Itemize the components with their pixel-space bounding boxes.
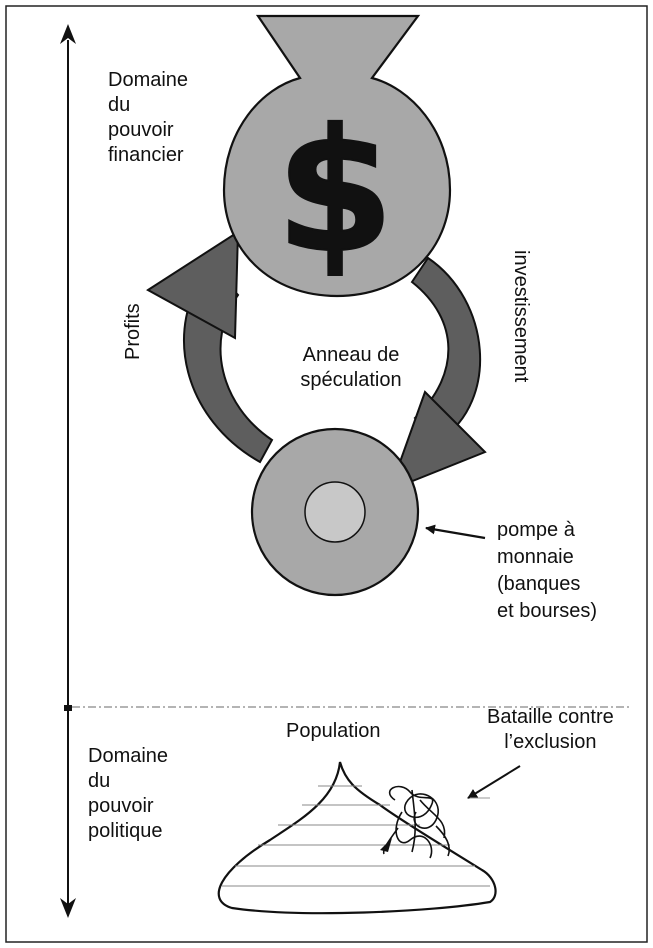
profits-arrowhead [146, 230, 240, 340]
financial-domain-line-1: Domaine [108, 69, 189, 91]
money-pump-label: pompe à monnaie (banques et bourses) [497, 517, 597, 625]
money-pump-core [304, 481, 366, 543]
dollar-sign-icon: $ [276, 93, 394, 291]
money-pump-line-3: (banques [497, 573, 581, 595]
political-domain-line-1: Domaine [88, 745, 169, 767]
money-pump-line-1: pompe à [497, 519, 575, 541]
speculation-ring-label: Anneau de spéculation [286, 343, 416, 393]
financial-domain-line-2: du [108, 94, 131, 116]
investment-arrowhead [388, 390, 487, 492]
money-pump-line-4: et bourses) [497, 600, 598, 622]
money-pump-line-2: monnaie [497, 546, 574, 568]
political-domain-line-2: du [88, 770, 111, 792]
speculation-ring-line-2: spéculation [300, 369, 402, 391]
financial-domain-label: Domaine du pouvoir financier [108, 68, 188, 168]
population-label: Population [286, 720, 381, 742]
political-domain-line-3: pouvoir [88, 795, 154, 817]
population-mound [217, 761, 497, 915]
speculation-ring-line-1: Anneau de [302, 344, 400, 366]
exclusion-pointer-arrow [467, 765, 521, 799]
axis-up-arrowhead [60, 24, 76, 44]
exclusion-line-2: l’exclusion [504, 731, 597, 753]
political-domain-line-4: politique [88, 820, 163, 842]
profits-label: Profits [122, 303, 144, 360]
page-frame [5, 5, 648, 943]
axis-tick [64, 705, 72, 711]
axis-down-arrowhead [60, 898, 76, 918]
political-domain-label: Domaine du pouvoir politique [88, 744, 168, 844]
exclusion-scribble-tip [380, 838, 392, 852]
investment-label: investissement [510, 250, 532, 383]
exclusion-label: Bataille contre l’exclusion [487, 705, 614, 755]
financial-domain-line-3: pouvoir [108, 119, 174, 141]
pump-pointer-arrow [425, 524, 486, 540]
exclusion-line-1: Bataille contre [487, 706, 614, 728]
money-bag [222, 14, 452, 298]
financial-domain-line-4: financier [108, 144, 184, 166]
